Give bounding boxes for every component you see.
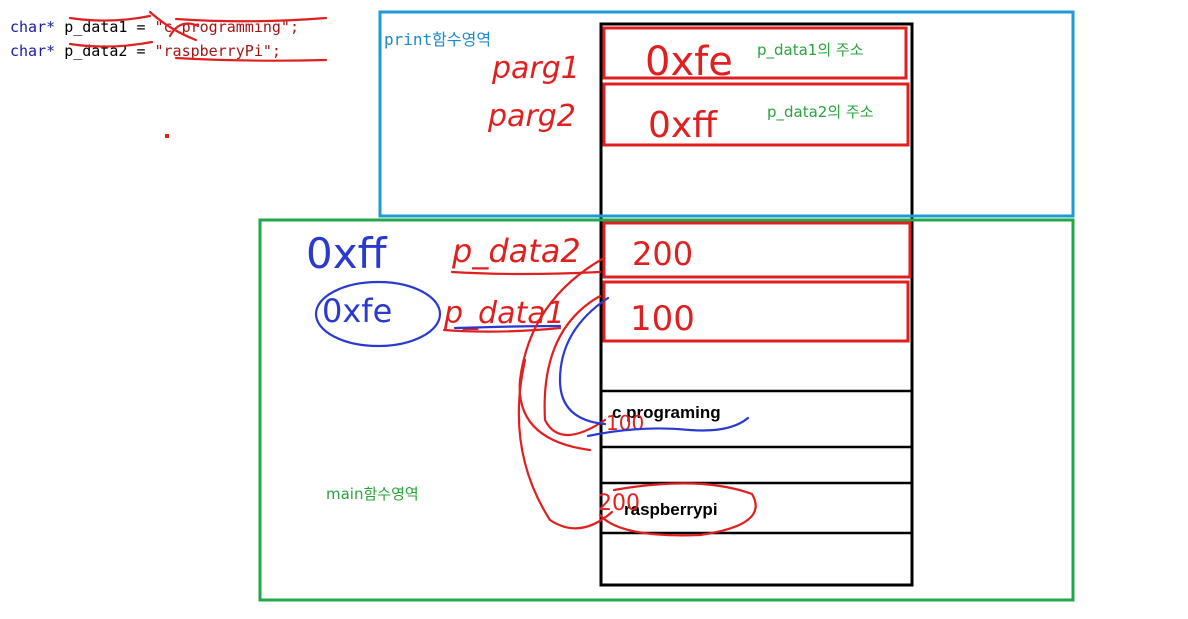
hand-var-cell2-value: 100: [630, 299, 695, 339]
hand-var2-addr: 0xfe: [322, 292, 392, 330]
hand-circle-addr: [314, 280, 442, 348]
hand-arrow-to-string2: [517, 358, 614, 530]
hand-parg1: parg1: [491, 51, 580, 86]
string-cell-1: [599, 389, 914, 449]
hand-blue-squiggle: [586, 416, 750, 438]
string-2-text: raspberrypi: [624, 500, 718, 519]
hand-cell1-value: 0xfe: [645, 39, 733, 85]
hand-parg2: parg2: [487, 99, 576, 134]
code-var-1: p_data1: [64, 18, 128, 36]
hand-blue-arrow: [558, 296, 610, 426]
code-type-2: char*: [10, 42, 56, 60]
hand-underline-var2: [68, 40, 154, 48]
stack-column: [599, 22, 914, 587]
code-line-1: char* p_data1 = "c programming";: [10, 0, 299, 36]
hand-underline-var1-name: [450, 270, 602, 276]
code-value-1: "c programming";: [154, 18, 300, 36]
hand-arrow-var1: [518, 256, 606, 452]
hand-blue-underline: [453, 324, 562, 330]
hand-loop-string2: [598, 482, 757, 537]
code-line-2: char* p_data2 = "raspberryPi";: [10, 24, 281, 60]
hand-underline-var1: [68, 14, 152, 22]
hand-arrow-var2: [543, 294, 607, 436]
red-dot: [165, 134, 169, 138]
hand-string2-addr: 200: [598, 491, 640, 516]
print-cell-1-annotation: p_data1의 주소: [757, 41, 864, 60]
hand-underline-value2: [174, 56, 328, 62]
main-var-cell-2: [602, 280, 910, 343]
hand-var-cell1-value: 200: [632, 235, 693, 273]
print-region-label: print함수영역: [384, 30, 491, 49]
hand-underline-value1: [174, 16, 328, 23]
main-region-frame: [258, 218, 1075, 602]
string-1-text: c programing: [612, 403, 721, 422]
print-cell-2: [602, 82, 910, 147]
main-var-cell-1: [602, 221, 912, 279]
code-type-1: char*: [10, 18, 56, 36]
hand-cell2-value: 0xff: [648, 105, 718, 146]
main-region-label: main함수영역: [326, 485, 419, 503]
code-value-2: "raspberryPi";: [154, 42, 281, 60]
hand-underline-var2-name: [442, 326, 562, 333]
print-cell-1: [602, 26, 908, 80]
hand-var1-addr: 0xff: [306, 229, 388, 278]
print-cell-2-annotation: p_data2의 주소: [767, 103, 874, 122]
code-eq-1: =: [136, 18, 146, 36]
print-region-frame: [378, 10, 1075, 218]
hand-scribble-eq: [148, 10, 200, 42]
string-cell-2: [599, 481, 914, 535]
hand-var1-name: p_data2: [451, 232, 581, 270]
code-eq-2: =: [136, 42, 146, 60]
